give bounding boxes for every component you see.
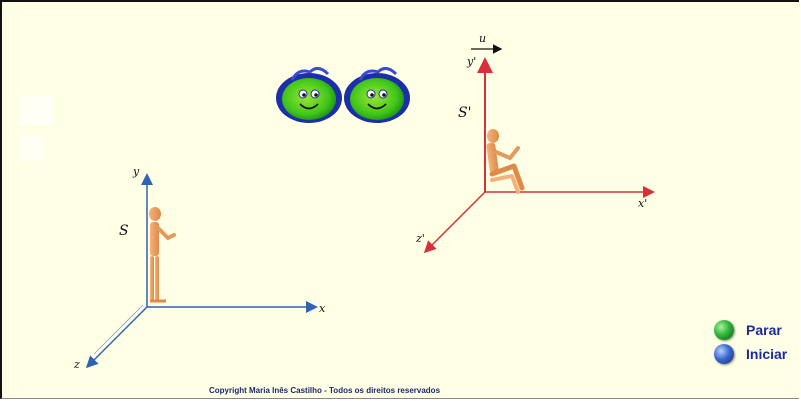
faint-panel-bottom — [19, 135, 44, 161]
frame-s-prime-y-label: y' — [466, 55, 476, 68]
stop-button[interactable]: Parar — [714, 320, 782, 340]
frame-s-label: S — [119, 223, 129, 239]
frame-s-prime-z-label: z' — [415, 232, 425, 245]
velocity-label: u — [479, 32, 486, 45]
seated-figure — [486, 129, 525, 194]
frame-s-prime-label: S' — [458, 105, 471, 121]
green-circle-icon — [714, 320, 734, 340]
faint-panel-top — [19, 95, 53, 125]
frame-s-z-axis — [85, 306, 148, 369]
frame-s-z-label: z — [73, 358, 80, 371]
frame-s-prime-z-axis — [423, 191, 486, 254]
blue-circle-icon — [714, 344, 734, 364]
frame-s-prime-axes — [423, 44, 655, 254]
start-button[interactable]: Iniciar — [714, 344, 787, 364]
start-button-label: Iniciar — [746, 346, 788, 362]
smiley-faces-logo — [276, 67, 410, 123]
frame-s-prime-x-label: x' — [638, 197, 647, 210]
frame-s-y-label: y — [132, 165, 140, 178]
frame-s-axes — [85, 173, 318, 369]
standing-figure — [149, 207, 176, 303]
frame-s-x-label: x — [319, 302, 326, 315]
copyright-notice: Copyright Maria Inês Castilho - Todos os… — [209, 386, 441, 395]
stop-button-label: Parar — [746, 322, 782, 338]
